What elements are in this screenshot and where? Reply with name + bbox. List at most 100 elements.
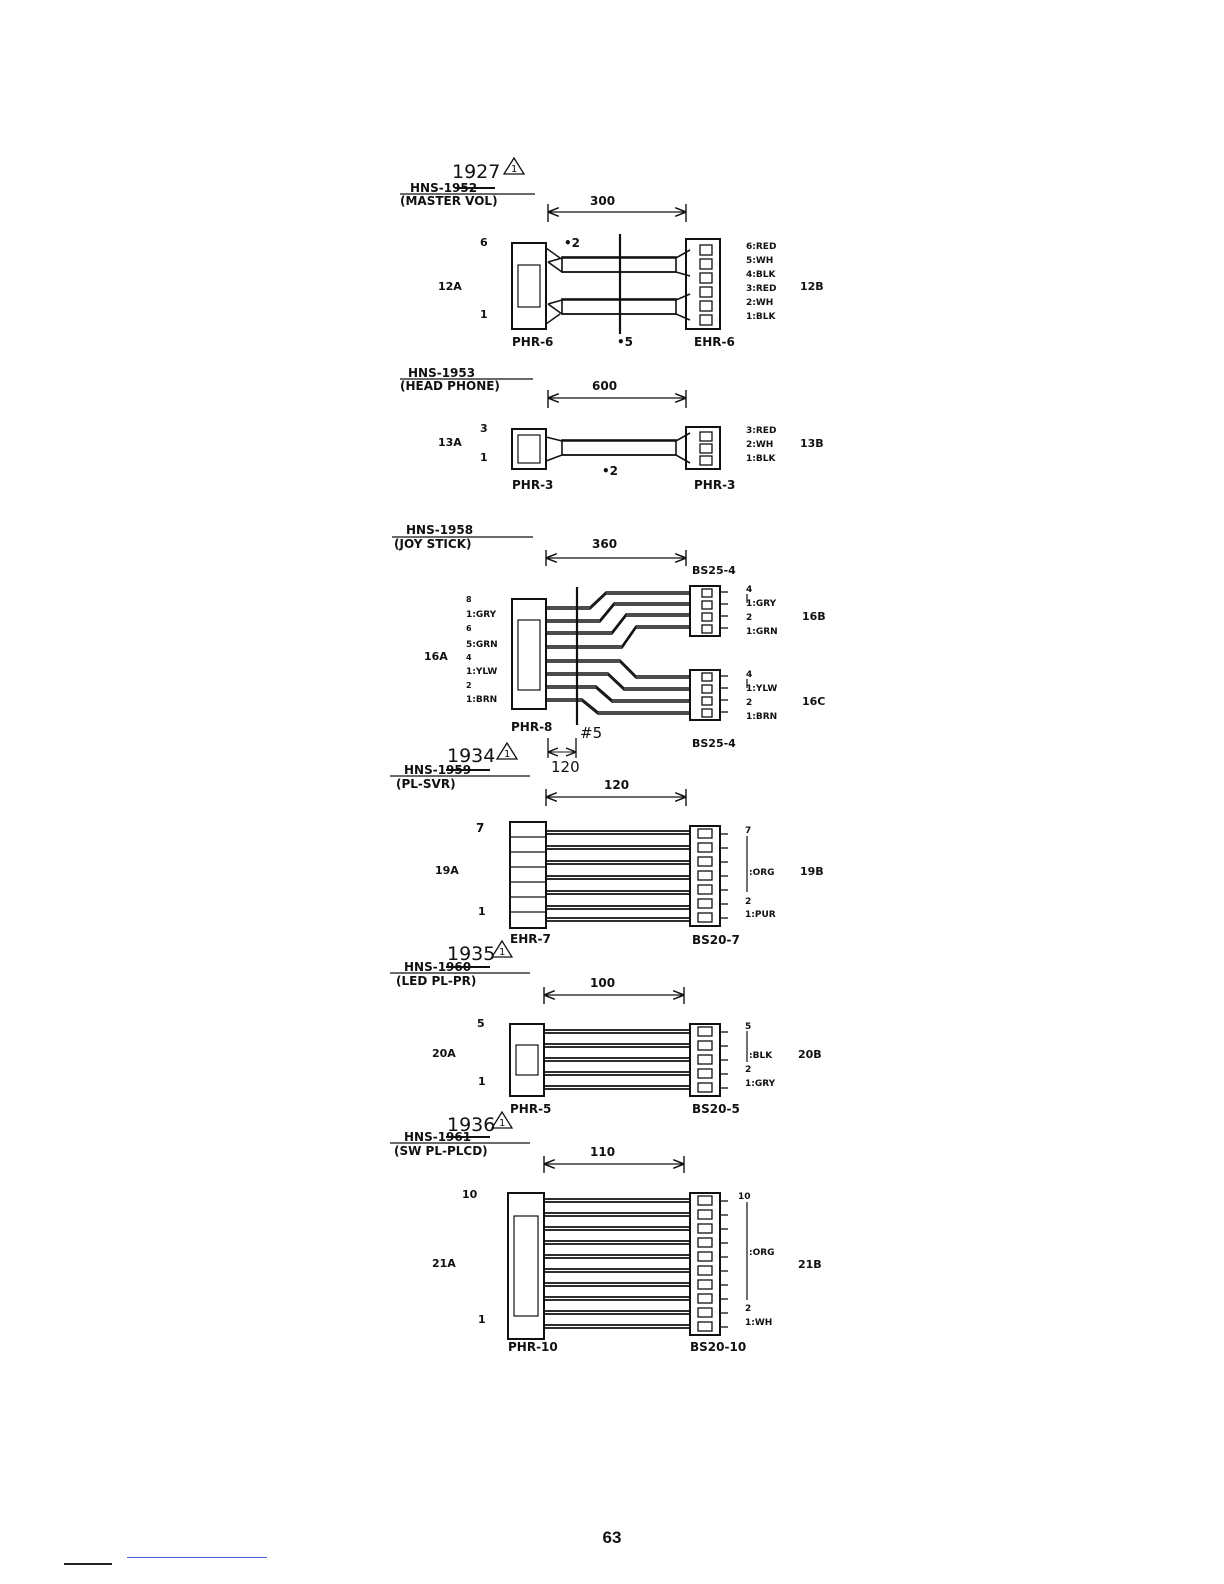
pin-label: 2 <box>466 681 472 690</box>
connector-a-type: PHR-3 <box>512 478 553 492</box>
end-b-label: 20B <box>798 1048 822 1061</box>
pin-bottom: 1 <box>478 905 486 918</box>
harness-name: (HEAD PHONE) <box>400 379 500 393</box>
end-a-label: 21A <box>432 1257 456 1270</box>
connector-b-type: BS20-7 <box>692 933 740 947</box>
length-label-small: 120 <box>551 758 580 776</box>
pin-top: 10 <box>462 1188 478 1201</box>
cable <box>545 432 691 464</box>
pin-label: 2 <box>746 698 752 708</box>
end-c-label: 16C <box>802 695 825 708</box>
revision-marker: 1 <box>499 1118 505 1129</box>
harness-name: (SW PL-PLCD) <box>394 1144 488 1158</box>
connector-c <box>689 669 721 721</box>
connector-b <box>689 1192 721 1336</box>
pin-label: 4 <box>746 670 752 680</box>
note-label: •5 <box>617 335 633 349</box>
harness-led-pl-pr: 1935 1 HNS-1960 (LED PL-PR) 100 5 20A 1 <box>390 939 822 1116</box>
harness-name: (JOY STICK) <box>394 537 471 551</box>
revision-marker: 1 <box>504 749 510 760</box>
connector-b <box>689 1023 721 1097</box>
note-label: •2 <box>564 236 580 250</box>
connector-b-type: PHR-3 <box>694 478 735 492</box>
pin-label: 1:GRN <box>746 627 778 637</box>
pin-label: 4 <box>746 585 752 595</box>
harness-sw-pl-plcd: 1936 1 HNS-1961 (SW PL-PLCD) 110 10 21A … <box>390 1110 822 1354</box>
pin-top: 5 <box>477 1017 485 1030</box>
connector-b-type: BS20-5 <box>692 1102 740 1116</box>
harness-pl-svr: 1934 1 HNS-1959 (PL-SVR) 120 7 19A 1 <box>390 741 824 947</box>
pin-label: 1:BRN <box>466 695 497 705</box>
end-b-label: 16B <box>802 610 826 623</box>
note-label: •2 <box>602 464 618 478</box>
part-number: HNS-1961 <box>404 1130 471 1144</box>
pin-label: 6 <box>466 624 472 633</box>
pin-label: 8 <box>466 595 472 604</box>
end-b-label: 12B <box>800 280 824 293</box>
pin-label: 1:GRY <box>745 1079 776 1089</box>
connector-b <box>685 238 721 330</box>
connector-b-type: EHR-6 <box>694 335 735 349</box>
end-b-label: 21B <box>798 1258 822 1271</box>
connector-b-type: BS25-4 <box>692 564 736 577</box>
pin-label: 1:GRY <box>466 610 497 620</box>
revision-triangle-icon: 1 <box>502 156 526 175</box>
pin-label: 1:YLW <box>746 684 777 694</box>
end-b-label: 19B <box>800 865 824 878</box>
pin-label: 4 <box>466 653 472 662</box>
part-number: HNS-1952 <box>410 181 477 195</box>
revision-marker: 1 <box>499 947 505 958</box>
pin-bottom: 1 <box>480 451 488 464</box>
connector-a <box>509 821 547 929</box>
connector-b <box>689 825 721 927</box>
connector-a <box>511 242 547 330</box>
pin-label: 5 <box>745 1022 751 1032</box>
revision-triangle-icon: 1 <box>490 939 514 958</box>
end-a-label: 16A <box>424 650 448 663</box>
wire-label: 3:RED <box>746 284 776 294</box>
wire-bundle-lower <box>546 659 690 715</box>
end-b-label: 13B <box>800 437 824 450</box>
pin-top: 3 <box>480 422 488 435</box>
connector-a <box>507 1192 545 1340</box>
wire-bundle <box>544 1029 690 1090</box>
length-label: 300 <box>590 194 615 208</box>
end-a-label: 13A <box>438 436 462 449</box>
end-a-label: 19A <box>435 864 459 877</box>
revision-marker: 1 <box>511 164 517 175</box>
footer-rule <box>64 1563 112 1565</box>
pin-bottom: 1 <box>480 308 488 321</box>
page-number: 63 <box>602 1528 622 1547</box>
connector-a-type: PHR-10 <box>508 1340 558 1354</box>
harness-name: (PL-SVR) <box>396 777 456 791</box>
connector-b <box>685 426 721 470</box>
length-label: 110 <box>590 1145 615 1159</box>
pin-label: :ORG <box>749 868 775 878</box>
connector-a-type: PHR-5 <box>510 1102 551 1116</box>
wire-label: 6:RED <box>746 242 776 252</box>
pin-label: 2 <box>745 1065 751 1075</box>
part-number: HNS-1953 <box>408 366 475 380</box>
pin-top: 6 <box>480 236 488 249</box>
pin-label: 1:PUR <box>745 910 776 920</box>
length-label: 120 <box>604 778 629 792</box>
pin-top: 7 <box>476 821 484 835</box>
pin-label: 10 <box>738 1192 751 1202</box>
revision-number: 1935 <box>447 943 495 965</box>
revision-triangle-icon: 1 <box>490 1110 514 1129</box>
connector-a-type: EHR-7 <box>510 932 551 946</box>
connector-a <box>511 428 547 470</box>
pin-label: 2 <box>745 1304 751 1314</box>
harness-master-vol: 1927 1 HNS-1952 (MASTER VOL) 300 6 12A 1… <box>400 156 824 349</box>
wire-label: 2:WH <box>746 298 773 308</box>
pin-label: 2 <box>746 613 752 623</box>
wire-label: 2:WH <box>746 440 773 450</box>
pin-label: 2 <box>745 897 751 907</box>
connector-c-type: BS25-4 <box>692 737 736 750</box>
wire-label: 5:WH <box>746 256 773 266</box>
pin-bottom: 1 <box>478 1313 486 1326</box>
pin-label: 1:YLW <box>466 667 497 677</box>
length-label: 360 <box>592 537 617 551</box>
wire-bundle-upper <box>546 591 690 649</box>
